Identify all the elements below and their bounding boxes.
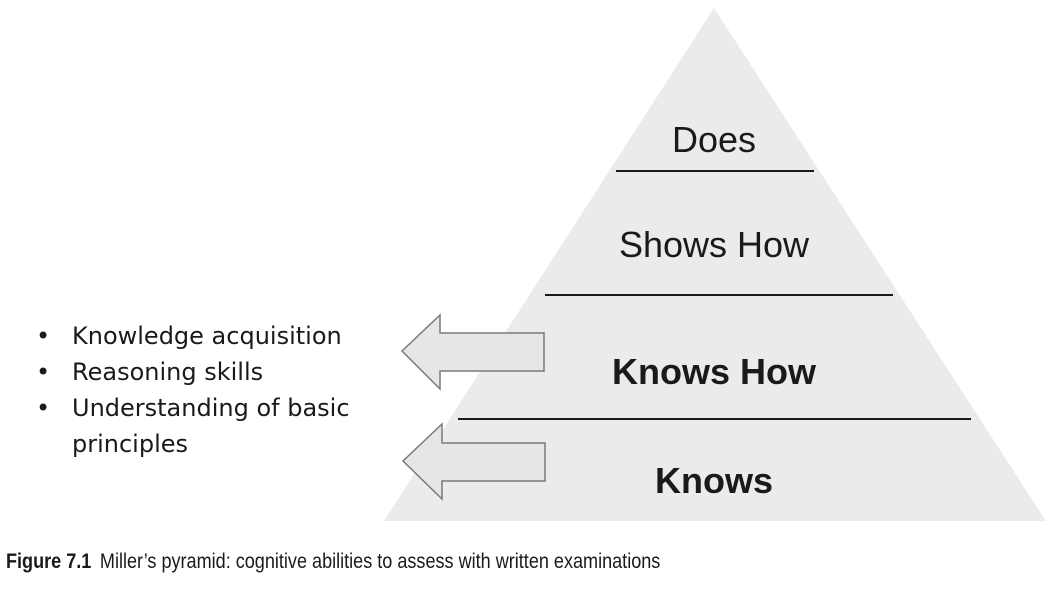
pyramid-shape [384,8,1046,521]
bullet-dot: • [36,322,51,350]
arrow-left-icon [401,422,546,501]
figure-number: Figure 7.1 [6,550,92,573]
bullet-text: Knowledge acquisition [72,322,342,350]
figure-caption: Figure 7.1 Miller’s pyramid: cognitive ab… [6,550,660,574]
list-item: • Reasoning skills [36,354,376,390]
arrow-left-icon [400,313,545,391]
bullet-dot: • [36,358,51,386]
level-label-shows-how: Shows How [619,224,810,265]
level-label-does: Does [672,119,756,160]
list-item: • Understanding of basic principles [36,390,376,462]
bullet-text: Reasoning skills [72,358,264,386]
level-label-knows-how: Knows How [612,351,817,392]
bullet-dot: • [36,394,51,422]
level-label-knows: Knows [655,460,773,501]
figure-caption-text: Miller’s pyramid: cognitive abilities to… [99,550,661,573]
bullet-text: Understanding of basic principles [72,394,350,458]
list-item: • Knowledge acquisition [36,318,376,354]
bullet-list: • Knowledge acquisition • Reasoning skil… [36,318,376,462]
